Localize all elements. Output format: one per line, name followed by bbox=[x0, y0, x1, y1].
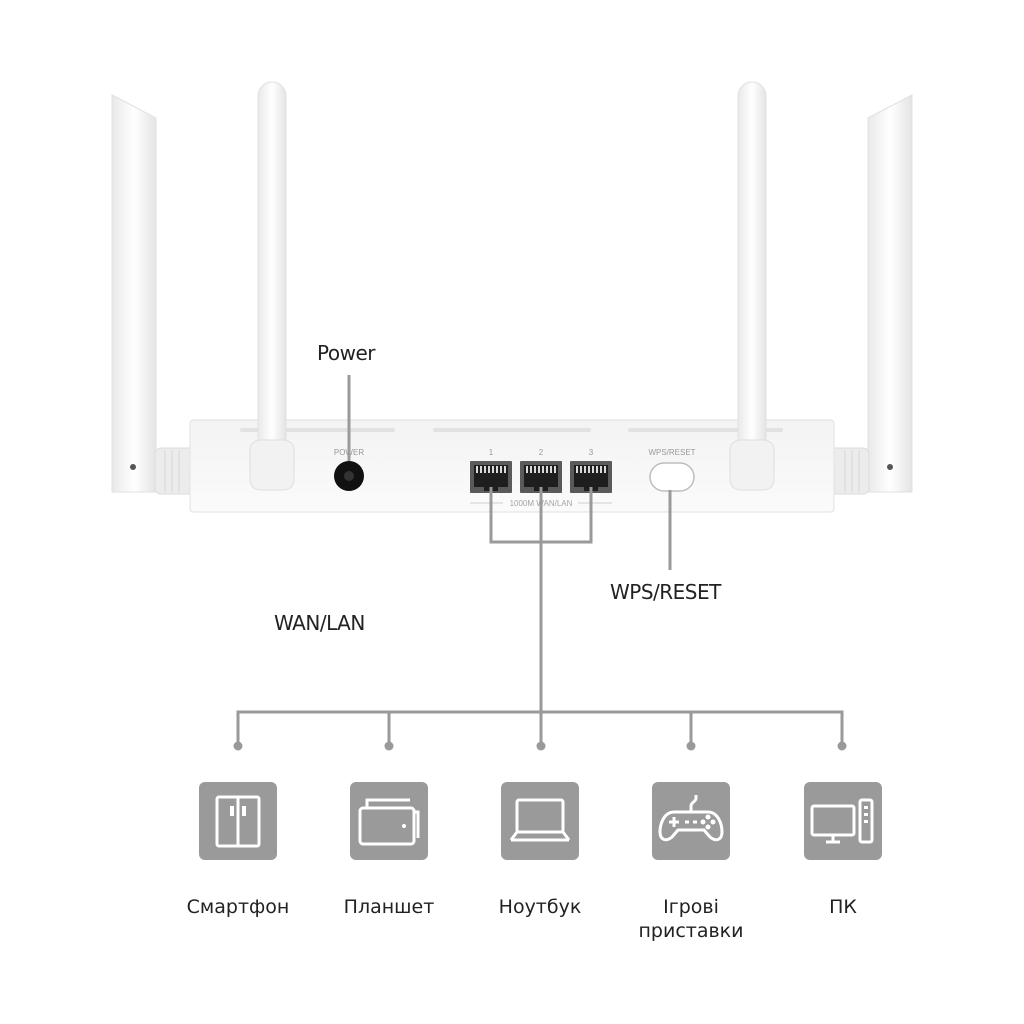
device-label-laptop: Ноутбук bbox=[498, 896, 582, 918]
wps-reset-button: WPS/RESET bbox=[648, 448, 696, 492]
power-callout: Power bbox=[317, 341, 375, 365]
port-number: 2 bbox=[539, 448, 544, 457]
device-label-console: Ігрові приставки bbox=[611, 895, 771, 943]
port-number: 3 bbox=[589, 448, 594, 457]
antenna-outer-right bbox=[867, 94, 913, 493]
device-label-console-line2: приставки bbox=[638, 920, 744, 942]
device-label-pc: ПК bbox=[829, 896, 857, 918]
wan-lan-callout: WAN/LAN bbox=[274, 611, 365, 635]
device-label-smartphone: Смартфон bbox=[186, 896, 290, 918]
device-label-console-line1: Ігрові bbox=[663, 896, 719, 918]
ethernet-port-2: 2 bbox=[520, 448, 562, 493]
device-label-tablet: Планшет bbox=[343, 896, 435, 918]
antenna-inner-right bbox=[729, 81, 775, 491]
hinge-left bbox=[154, 447, 196, 495]
device-bus-line bbox=[236, 710, 844, 745]
wps-reset-button-label: WPS/RESET bbox=[648, 448, 695, 457]
antenna-inner-left bbox=[249, 81, 295, 491]
antenna-outer-left bbox=[111, 94, 157, 493]
hinge-right bbox=[828, 447, 870, 495]
connector-lines bbox=[236, 375, 844, 745]
gamepad-icon bbox=[652, 782, 730, 860]
ethernet-port-1: 1 bbox=[470, 448, 512, 493]
ethernet-ports: 1 2 3 bbox=[470, 448, 612, 493]
wps-reset-callout: WPS/RESET bbox=[610, 580, 721, 604]
pc-icon bbox=[804, 782, 882, 860]
port-number: 1 bbox=[489, 448, 494, 457]
connector-dots bbox=[233, 741, 847, 751]
tablet-icon bbox=[350, 782, 428, 860]
laptop-icon bbox=[501, 782, 579, 860]
smartphone-icon bbox=[199, 782, 277, 860]
